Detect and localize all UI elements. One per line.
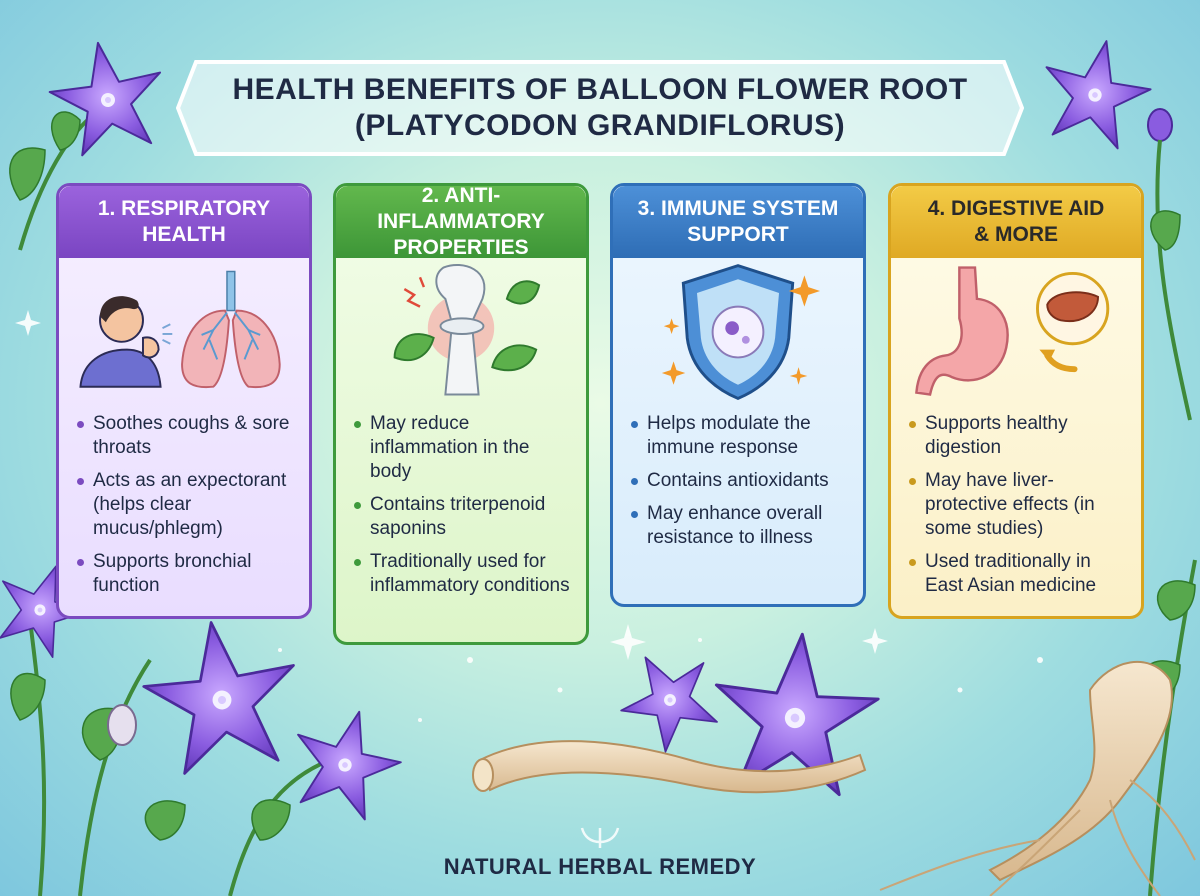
list-item: Contains antioxidants (631, 469, 849, 493)
card-immune-support: 3. IMMUNE SYSTEM SUPPORT Helps modulate … (610, 183, 866, 607)
list-item: Traditionally used for inflammatory cond… (354, 550, 572, 598)
list-item: Helps modulate the immune response (631, 412, 849, 460)
sprig-icon (580, 827, 620, 848)
list-item: Used traditionally in East Asian medicin… (909, 550, 1127, 598)
list-item: May enhance overall resistance to illnes… (631, 502, 849, 550)
inflamed-joint-leaves-icon (393, 264, 541, 396)
balloon-flower-root (472, 661, 1196, 896)
card-digestive-aid: 4. DIGESTIVE AID & MORE Supports healthy… (888, 183, 1144, 619)
list-item: Supports healthy digestion (909, 412, 1127, 460)
benefit-list: Helps modulate the immune response Conta… (631, 412, 849, 559)
list-item: Supports bronchial function (77, 550, 295, 598)
list-item: May reduce inflammation in the body (354, 412, 572, 484)
stomach-liver-icon (915, 266, 1110, 396)
benefit-list: May reduce inflammation in the body Cont… (354, 412, 572, 607)
card-anti-inflammatory: 2. ANTI-INFLAMMATORY PROPERTIES May redu… (333, 183, 589, 645)
title-line-1: HEALTH BENEFITS OF BALLOON FLOWER ROOT (232, 73, 968, 106)
card-heading: 3. IMMUNE SYSTEM SUPPORT (613, 186, 863, 258)
card-respiratory-health: 1. RESPIRATORY HEALTH (56, 183, 312, 619)
list-item: Soothes coughs & sore throats (77, 412, 295, 460)
person-coughing-lungs-icon (79, 270, 281, 389)
benefit-list: Supports healthy digestion May have live… (909, 412, 1127, 607)
benefit-list: Soothes coughs & sore throats Acts as an… (77, 412, 295, 607)
list-item: Contains triterpenoid saponins (354, 493, 572, 541)
card-heading: 2. ANTI-INFLAMMATORY PROPERTIES (336, 186, 586, 259)
list-item: May have liver-protective effects (in so… (909, 469, 1127, 541)
shield-cell-icon (661, 264, 821, 401)
card-heading: 4. DIGESTIVE AID & MORE (891, 186, 1141, 258)
footer-caption: NATURAL HERBAL REMEDY (443, 854, 757, 879)
card-heading: 1. RESPIRATORY HEALTH (59, 186, 309, 258)
sparkles (15, 310, 1043, 722)
title-banner: HEALTH BENEFITS OF BALLOON FLOWER ROOT (… (176, 58, 1024, 158)
title-line-2: (PLATYCODON GRANDIFLORUS) (354, 109, 846, 142)
list-item: Acts as an expectorant (helps clear mucu… (77, 469, 295, 541)
flower-bud (107, 704, 137, 746)
